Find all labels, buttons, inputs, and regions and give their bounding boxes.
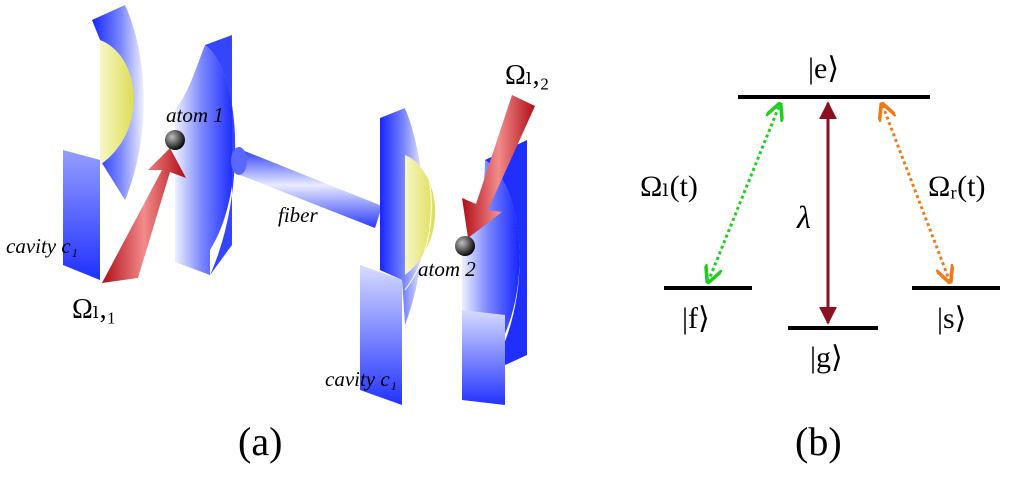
atom1-label: atom 1 <box>166 103 224 127</box>
omega-l-label: Ωₗ(t) <box>640 170 698 203</box>
cavity-left-mirror-2 <box>175 35 236 275</box>
level-f-label: |f⟩ <box>682 302 710 335</box>
cavity-right-mirror-1 <box>360 107 436 405</box>
cavity-left-label: cavity c₁ <box>6 234 78 258</box>
laser-beam-1 <box>102 148 186 283</box>
cavity-left-mirror-1 <box>63 5 144 280</box>
laser1-label: Ωₗ,₁ <box>72 294 116 325</box>
panel-b: |e⟩ |f⟩ |g⟩ |s⟩ Ωₗ(t) Ωᵣ(t) λ (b) <box>640 52 1000 464</box>
omega-r-label: Ωᵣ(t) <box>928 170 986 203</box>
atom-1 <box>165 130 185 150</box>
atom-2 <box>455 236 475 256</box>
optical-fiber <box>231 147 382 228</box>
cavity-right-mirror-2 <box>462 140 527 405</box>
cavity-right-label: cavity c₁ <box>325 367 397 391</box>
panel-a: atom 1 atom 2 fiber cavity c₁ cavity c₁ … <box>6 5 549 464</box>
fiber-label: fiber <box>278 203 318 227</box>
laser-beam-2 <box>462 95 535 238</box>
lambda-label: λ <box>796 199 811 235</box>
level-g-label: |g⟩ <box>810 341 843 374</box>
level-s-label: |s⟩ <box>937 302 966 335</box>
level-e-label: |e⟩ <box>808 52 839 85</box>
atom2-label: atom 2 <box>418 257 476 281</box>
laser2-label: Ωₗ,₂ <box>505 60 549 91</box>
panel-a-label: (a) <box>238 419 282 464</box>
omega-r-transition-arrow <box>882 104 950 282</box>
omega-l-transition-arrow <box>708 104 780 282</box>
panel-b-label: (b) <box>795 419 842 464</box>
